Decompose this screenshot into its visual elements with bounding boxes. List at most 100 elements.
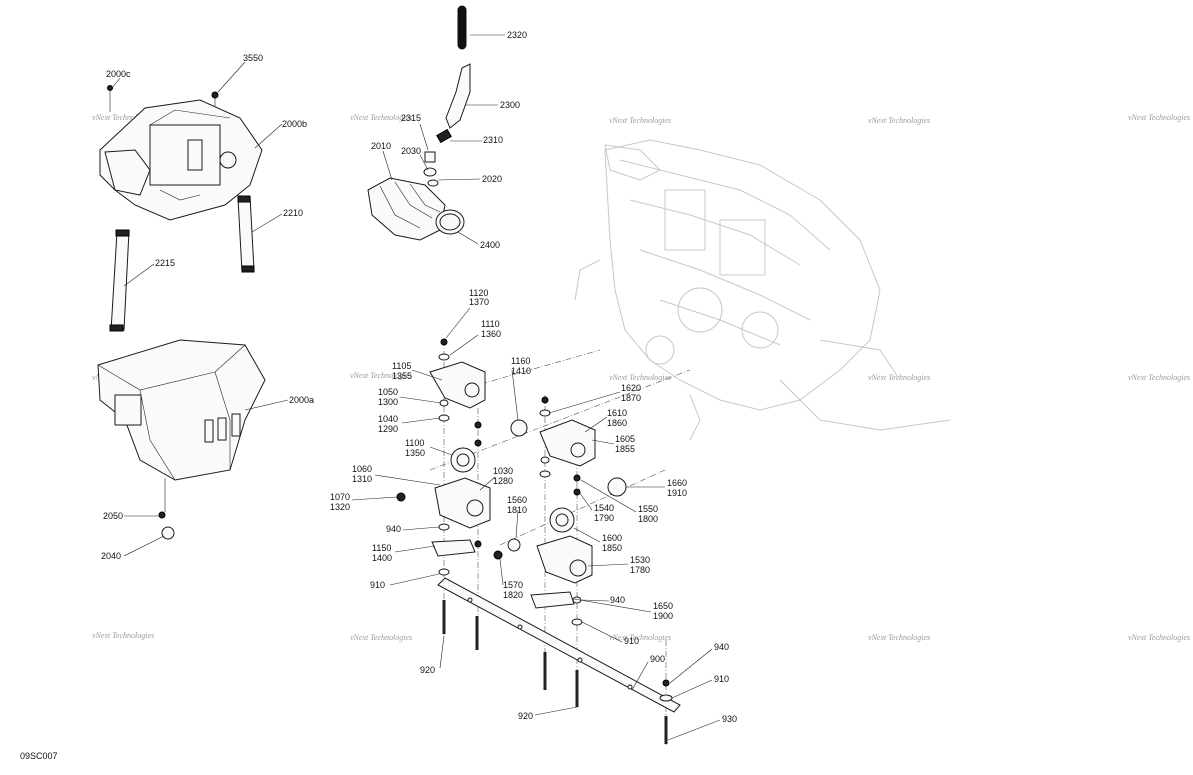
airbox-cover [99, 99, 263, 221]
watermark: vNext Technologies [609, 373, 671, 382]
callout-1910: 1910 [667, 488, 687, 498]
callout-1860: 1860 [607, 418, 627, 428]
callout-1820: 1820 [503, 590, 523, 600]
callout-1120: 1120 [469, 288, 488, 298]
tube-2300 [445, 63, 471, 129]
callout-1100: 1100 [405, 438, 424, 448]
callout-2030: 2030 [401, 146, 421, 156]
callout-1810: 1810 [507, 505, 527, 515]
callout-940-rail: 940 [714, 642, 729, 652]
intake-boot-2010 [367, 177, 446, 241]
screw-3550 [211, 91, 219, 106]
diagram-code: 09SC007 [20, 751, 58, 761]
callout-2300: 2300 [500, 100, 520, 110]
callout-1360: 1360 [481, 329, 501, 339]
callout-1310: 1310 [352, 474, 372, 484]
callout-940-right: 940 [610, 595, 625, 605]
callout-2310: 2310 [483, 135, 503, 145]
callout-1605: 1605 [615, 434, 635, 444]
fitting-2315 [424, 151, 436, 163]
nut-940-rail [659, 679, 673, 702]
callout-920-left: 920 [420, 665, 435, 675]
callout-1855: 1855 [615, 444, 635, 454]
callout-1105: 1105 [392, 361, 411, 371]
callout-1370: 1370 [469, 297, 489, 307]
callout-1800: 1800 [638, 514, 658, 524]
callout-1410: 1410 [511, 366, 531, 376]
callout-1790: 1790 [594, 513, 614, 523]
callout-1150: 1150 [372, 543, 391, 553]
callout-1530: 1530 [630, 555, 650, 565]
callout-1600: 1600 [602, 533, 622, 543]
washer-1560 [507, 538, 521, 552]
strap-2210 [237, 195, 255, 273]
watermark: vNext Technologies [92, 631, 154, 640]
callout-910-right: 910 [624, 636, 639, 646]
callout-1060: 1060 [352, 464, 372, 474]
callout-1650: 1650 [653, 601, 673, 611]
drain-cap-2040 [161, 526, 175, 540]
callout-2000a: 2000a [289, 395, 314, 405]
callout-1560: 1560 [507, 495, 527, 505]
callout-1350: 1350 [405, 448, 425, 458]
callout-1110: 1110 [481, 319, 500, 329]
plate-1650 [530, 591, 575, 609]
ring-2030 [423, 167, 437, 177]
callout-1570: 1570 [503, 580, 523, 590]
callout-2000b: 2000b [282, 119, 307, 129]
watermark: vNext Technologies [609, 633, 671, 642]
watermark: vNext Technologies [1128, 373, 1190, 382]
base-rail-900 [437, 577, 681, 713]
callout-1290: 1290 [378, 424, 398, 434]
callout-910-left: 910 [370, 580, 385, 590]
callout-1280: 1280 [493, 476, 513, 486]
leader-lines [111, 34, 721, 741]
plate-1150 [431, 539, 476, 557]
watermark: vNext Technologies [350, 371, 412, 380]
watermark: vNext Technologies [868, 373, 930, 382]
callout-1030: 1030 [493, 466, 513, 476]
callout-910-rail: 910 [714, 674, 729, 684]
callout-2050: 2050 [103, 511, 123, 521]
callout-2215: 2215 [155, 258, 175, 268]
watermark: vNext Technologies [92, 113, 154, 122]
callout-2000c: 2000c [106, 69, 131, 79]
mount-right-stack [493, 396, 627, 626]
callout-2315: 2315 [401, 113, 421, 123]
callout-1040: 1040 [378, 414, 398, 424]
callout-1870: 1870 [621, 393, 641, 403]
callout-2210: 2210 [283, 208, 303, 218]
callout-2020: 2020 [482, 174, 502, 184]
bolts-920 [442, 600, 579, 707]
callout-930: 930 [722, 714, 737, 724]
watermark: vNext Technologies [1128, 113, 1190, 122]
callout-1610: 1610 [607, 408, 627, 418]
engine-ghost-drawing [574, 139, 951, 441]
watermark: vNext Technologies [609, 116, 671, 125]
callout-3550: 3550 [243, 53, 263, 63]
clamp-2400 [435, 209, 465, 235]
callout-1850: 1850 [602, 543, 622, 553]
callout-1540: 1540 [594, 503, 614, 513]
callout-940-left: 940 [386, 524, 401, 534]
callout-1070: 1070 [330, 492, 350, 502]
callout-1780: 1780 [630, 565, 650, 575]
callout-1660: 1660 [667, 478, 687, 488]
watermark: vNext Technologies [868, 116, 930, 125]
callout-1300: 1300 [378, 397, 398, 407]
screw-2000c [107, 85, 113, 112]
ring-2020 [427, 179, 439, 187]
callout-2400: 2400 [480, 240, 500, 250]
callout-1550: 1550 [638, 504, 658, 514]
drain-screw-2050 [158, 478, 166, 519]
callout-1620: 1620 [621, 383, 641, 393]
callout-920-right: 920 [518, 711, 533, 721]
callout-2320: 2320 [507, 30, 527, 40]
callout-2040: 2040 [101, 551, 121, 561]
callout-labels: 2000c 3550 2000b 2210 2215 2000a 2050 20… [101, 30, 737, 724]
bushing-1660 [607, 477, 627, 497]
callout-1160: 1160 [511, 356, 530, 366]
callout-1320: 1320 [330, 502, 350, 512]
